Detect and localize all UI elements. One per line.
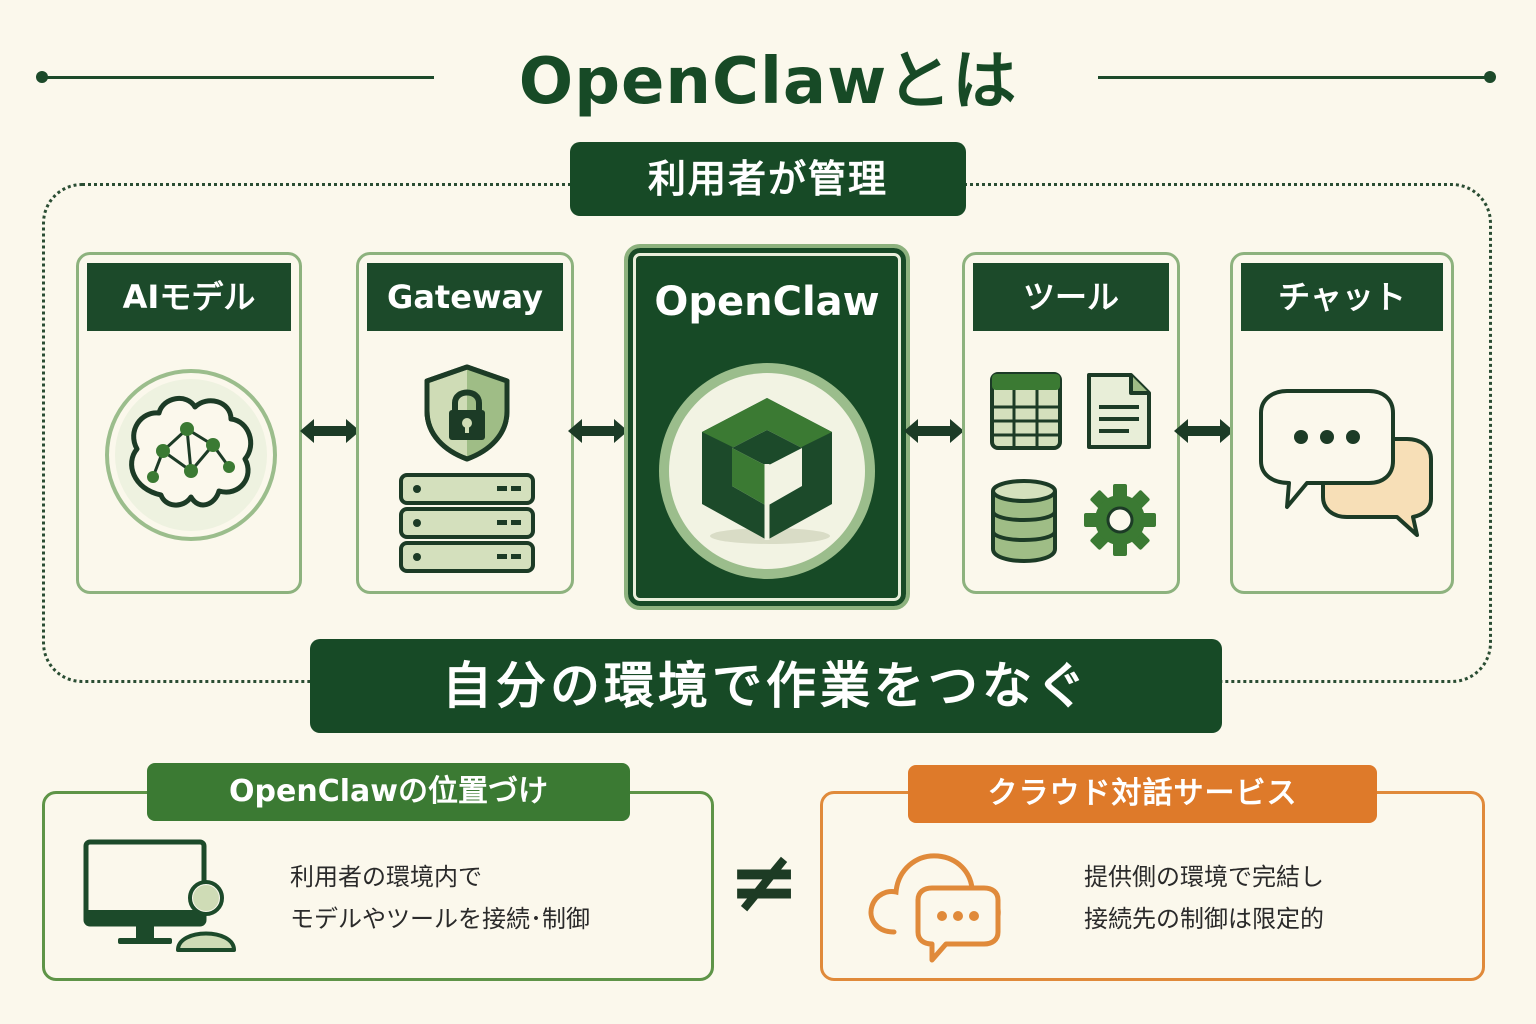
card-gateway-label: Gateway (367, 263, 563, 331)
positioning-badge: OpenClawの位置づけ (147, 763, 630, 821)
bidirectional-arrow-icon (568, 419, 628, 443)
bidirectional-arrow-icon (904, 419, 964, 443)
card-tools-label: ツール (973, 263, 1169, 331)
positioning-panel (42, 791, 714, 981)
bidirectional-arrow-icon (300, 419, 360, 443)
document-icon (1087, 373, 1151, 449)
card-ai-model-label: AIモデル (87, 263, 291, 331)
computer-user-icon (83, 839, 236, 952)
positioning-line-2: モデルやツールを接続･制御 (290, 905, 590, 933)
page-title: OpenClawとは (518, 45, 1018, 119)
brain-network-icon (105, 369, 277, 541)
card-chat: チャット (1230, 252, 1454, 594)
cloud-service-badge: クラウド対話サービス (908, 765, 1377, 823)
cube-icon (659, 363, 875, 579)
spreadsheet-icon (990, 372, 1062, 450)
cloud-service-line-1: 提供側の環境で完結し (1084, 863, 1324, 891)
positioning-line-1: 利用者の環境内で (290, 863, 482, 891)
card-openclaw: OpenClaw (624, 244, 910, 610)
center-phrase-banner: 自分の環境で作業をつなぐ (310, 639, 1222, 733)
database-icon (991, 479, 1057, 563)
managed-badge: 利用者が管理 (570, 142, 966, 216)
not-equal-sign: ≠ (728, 832, 801, 932)
gear-icon (1084, 484, 1156, 556)
card-tools: ツール (962, 252, 1180, 594)
card-chat-label: チャット (1241, 263, 1443, 331)
title-line-left (42, 76, 434, 79)
card-ai-model: AIモデル (76, 252, 302, 594)
title-line-right (1098, 76, 1490, 79)
server-stack-icon (399, 473, 535, 573)
title-line-right-dot (1484, 71, 1496, 83)
shield-lock-icon (424, 364, 510, 462)
card-gateway: Gateway (356, 252, 574, 594)
cloud-service-line-2: 接続先の制御は限定的 (1084, 905, 1324, 933)
card-openclaw-label: OpenClaw (654, 279, 880, 325)
chat-bubbles-icon (1259, 389, 1433, 537)
bidirectional-arrow-icon (1174, 419, 1234, 443)
cloud-chat-icon (868, 853, 1001, 963)
